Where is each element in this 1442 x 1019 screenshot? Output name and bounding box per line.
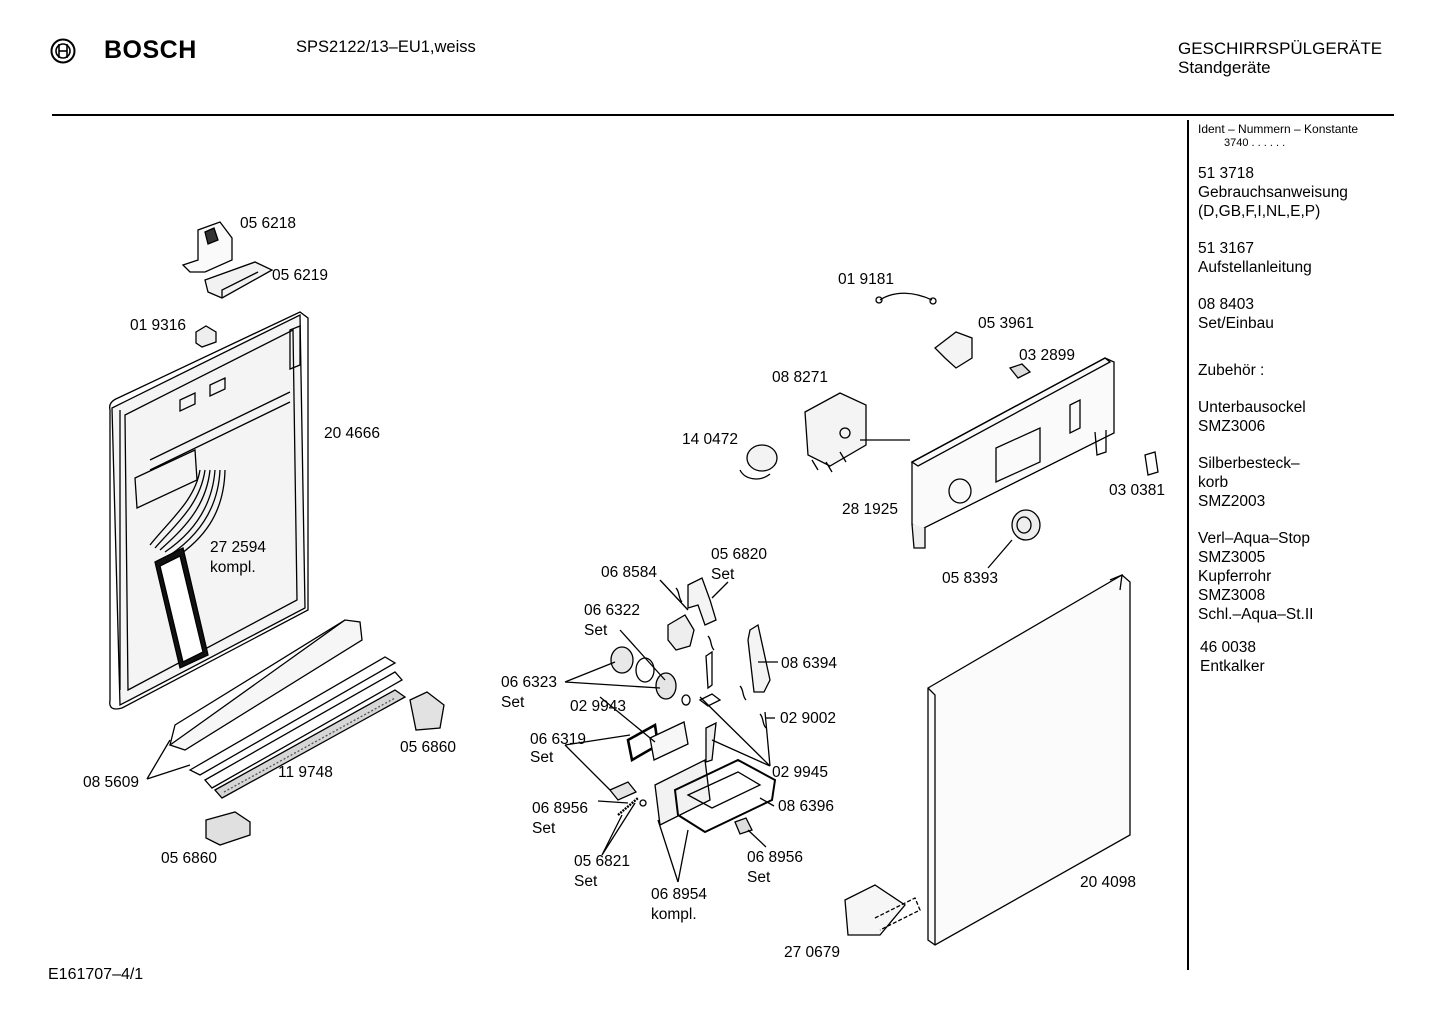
part-label-note: Set xyxy=(584,622,608,639)
ident-item-line: Verl–Aqua–Stop xyxy=(1198,530,1311,547)
part-label: 28 1925 xyxy=(842,501,899,518)
inner-door-frame xyxy=(109,311,309,710)
part-label: 08 8271 xyxy=(772,369,829,386)
part-label: 20 4666 xyxy=(324,425,381,442)
part-label: 05 6821 xyxy=(574,853,631,870)
part-label: 08 6396 xyxy=(778,798,835,815)
ident-item-line: Set/Einbau xyxy=(1198,315,1274,332)
part-label-note: kompl. xyxy=(651,906,697,923)
part-label: 11 9748 xyxy=(278,764,333,781)
part-label: 01 9316 xyxy=(130,317,187,334)
part-label: 03 2899 xyxy=(1019,347,1076,364)
ident-item-line: Zubehör : xyxy=(1198,362,1265,379)
ident-item-line: Schl.–Aqua–St.II xyxy=(1198,606,1314,623)
part-label: 01 9181 xyxy=(838,271,895,288)
part-label: 06 8954 xyxy=(651,886,708,903)
part-label: 14 0472 xyxy=(682,431,739,448)
part-label: 08 5609 xyxy=(83,774,140,791)
ident-item-line: Kupferrohr xyxy=(1198,568,1272,585)
category-title: GESCHIRRSPÜLGERÄTE xyxy=(1178,39,1383,58)
model-number: SPS2122/13–EU1,weiss xyxy=(296,38,476,56)
ident-title: Ident – Nummern – Konstante xyxy=(1198,122,1359,136)
part-label: 05 3961 xyxy=(978,315,1035,332)
ident-item-line: Entkalker xyxy=(1200,658,1265,675)
ident-item-line: 51 3167 xyxy=(1198,240,1255,257)
ident-item-line: 46 0038 xyxy=(1200,639,1257,656)
ident-item-line: Silberbesteck– xyxy=(1198,455,1300,472)
ident-item-line: 08 8403 xyxy=(1198,296,1255,313)
part-label-note: Set xyxy=(711,566,735,583)
ident-item-line: Gebrauchsanweisung xyxy=(1198,184,1348,201)
part-label-note: Set xyxy=(501,694,525,711)
ident-item-line: SMZ2003 xyxy=(1198,493,1266,510)
drawing-code: E161707–4/1 xyxy=(48,966,144,983)
part-label: 06 6319 xyxy=(530,731,587,748)
ident-item-line: SMZ3008 xyxy=(1198,587,1266,604)
part-label: 06 6323 xyxy=(501,674,558,691)
part-label: 05 8393 xyxy=(942,570,999,587)
part-label: 02 9943 xyxy=(570,698,627,715)
ident-item-line: SMZ3006 xyxy=(1198,418,1266,435)
part-label: 06 8584 xyxy=(601,564,658,581)
part-label: 05 6219 xyxy=(272,267,329,284)
part-label-note: Set xyxy=(532,820,556,837)
panel-divider xyxy=(1187,120,1189,970)
part-label: 05 6218 xyxy=(240,215,297,232)
bosch-logo-icon xyxy=(50,38,76,69)
ident-item-line: 51 3718 xyxy=(1198,165,1255,182)
part-label: 20 4098 xyxy=(1080,874,1137,891)
ident-item-line: Unterbausockel xyxy=(1198,399,1306,416)
part-label: 27 0679 xyxy=(784,944,841,961)
header-divider xyxy=(52,114,1394,116)
part-label-note: Set xyxy=(747,869,771,886)
part-label: 05 6860 xyxy=(400,739,457,756)
part-label: 06 8956 xyxy=(747,849,804,866)
ident-item-line: (D,GB,F,I,NL,E,P) xyxy=(1198,203,1321,220)
ident-item: Zubehör : xyxy=(1198,361,1388,380)
subcategory-title: Standgeräte xyxy=(1178,58,1271,77)
part-label: 27 2594 xyxy=(210,539,267,556)
brand-name: BOSCH xyxy=(104,36,197,64)
part-label: 05 6820 xyxy=(711,546,768,563)
part-label: 02 9945 xyxy=(772,764,829,781)
part-label: 08 6394 xyxy=(781,655,838,672)
ident-panel: Ident – Nummern – Konstante 3740 . . . .… xyxy=(1198,122,1388,676)
part-label: 03 0381 xyxy=(1109,482,1166,499)
ident-item-line: SMZ3005 xyxy=(1198,549,1266,566)
ident-item-line: korb xyxy=(1198,474,1229,491)
part-label-note: kompl. xyxy=(210,559,256,576)
part-label-note: Set xyxy=(530,749,554,766)
ident-item-line: Aufstellanleitung xyxy=(1198,259,1312,276)
part-label-note: Set xyxy=(574,873,598,890)
part-label: 06 8956 xyxy=(532,800,589,817)
part-label: 02 9002 xyxy=(780,710,837,727)
part-label: 06 6322 xyxy=(584,602,641,619)
ident-code: 3740 . . . . . . xyxy=(1224,137,1286,149)
part-label: 05 6860 xyxy=(161,850,218,867)
